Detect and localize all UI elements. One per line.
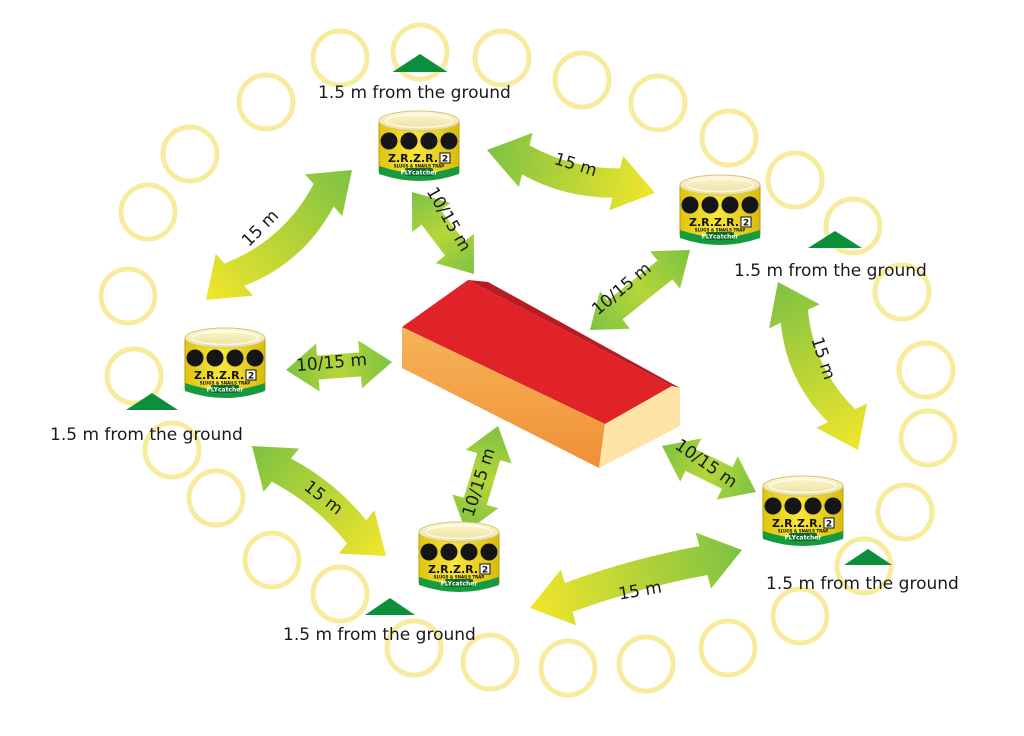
ring-circle	[698, 618, 758, 678]
barn	[402, 280, 680, 468]
ring-circle	[104, 346, 164, 406]
trap-brand: FLYcatcher	[441, 581, 478, 588]
barn-arrow-left	[286, 340, 392, 392]
marker-top	[392, 54, 448, 72]
trap-brand: FLYcatcher	[207, 387, 244, 394]
trap-subtitle: SLUGS & SNAILS TRAP	[778, 529, 829, 534]
trap-badge: 2	[442, 155, 448, 165]
distance-arrows	[206, 132, 867, 626]
ring-circle	[552, 50, 612, 110]
ring-circle	[616, 634, 676, 694]
height-markers	[126, 54, 892, 615]
ring-circle	[390, 22, 450, 82]
ring-circle	[384, 618, 444, 678]
ring-circle	[538, 638, 598, 698]
arrow-bottom-to-right	[529, 532, 742, 626]
trap-badge-box	[479, 563, 491, 575]
ring-circle	[699, 108, 759, 168]
trap-brand: FLYcatcher	[785, 535, 822, 542]
barn-arrow-top	[412, 192, 475, 275]
ring-circle	[770, 586, 830, 646]
trap-name: Z.R.Z.R.	[689, 216, 739, 229]
marker-right-lower	[844, 549, 892, 565]
ring-circle	[898, 408, 958, 468]
height-label-left: 1.5 m from the ground	[50, 425, 243, 445]
ring-circle	[460, 632, 520, 692]
ring-circle	[186, 468, 246, 528]
trap-subtitle: SLUGS & SNAILS TRAP	[394, 164, 445, 169]
decorative-ring	[98, 22, 958, 698]
trap-subtitle: SLUGS & SNAILS TRAP	[200, 381, 251, 386]
ring-circle	[118, 182, 178, 242]
height-label-right-lower: 1.5 m from the ground	[766, 574, 959, 594]
arrow-right-side	[769, 282, 867, 450]
marker-bottom	[365, 598, 415, 615]
ring-circle	[896, 340, 956, 400]
barn-wall-end	[599, 386, 680, 468]
barn-arrow-bottom	[452, 425, 512, 532]
trap-badge-box	[245, 369, 257, 381]
barn-roof-ridge	[468, 280, 680, 388]
trap-subtitle: SLUGS & SNAILS TRAP	[434, 575, 485, 580]
trap-name: Z.R.Z.R.	[194, 369, 244, 382]
arrow-left-to-bottom	[252, 446, 387, 557]
ring-circle	[242, 530, 302, 590]
height-label-right-upper: 1.5 m from the ground	[734, 261, 927, 281]
trap-badge: 2	[482, 566, 488, 576]
ring-circle	[875, 482, 935, 542]
barn-roof-front	[402, 280, 672, 424]
ring-circle	[310, 28, 370, 88]
ring-circle	[160, 124, 220, 184]
trap-name: Z.R.Z.R.	[428, 563, 478, 576]
trap-badge: 2	[826, 520, 832, 530]
trap-badge: 2	[248, 372, 254, 382]
arrow-top-to-left	[206, 170, 352, 300]
ring-circle	[628, 73, 688, 133]
ring-circle	[765, 150, 825, 210]
height-label-top: 1.5 m from the ground	[318, 83, 511, 103]
trap-badge-box	[823, 517, 835, 529]
ring-circle	[142, 420, 202, 480]
height-labels: 1.5 m from the ground 1.5 m from the gro…	[50, 83, 959, 645]
arrow-top-to-right	[487, 132, 656, 211]
ring-circle	[310, 564, 370, 624]
barn-arrow-right-lower	[662, 438, 757, 500]
marker-left	[126, 393, 178, 410]
trap-name: Z.R.Z.R.	[388, 152, 438, 165]
ring-circle	[472, 28, 532, 88]
barn-wall-front	[402, 327, 605, 468]
ring-circle	[98, 266, 158, 326]
trap-brand: FLYcatcher	[702, 234, 739, 241]
ring-circle	[872, 262, 932, 322]
height-label-bottom: 1.5 m from the ground	[283, 625, 476, 645]
trap-subtitle: SLUGS & SNAILS TRAP	[695, 228, 746, 233]
barn-arrow-right-upper	[590, 250, 690, 330]
ring-circle	[834, 536, 894, 596]
ring-circle	[823, 196, 883, 256]
trap-brand: FLYcatcher	[401, 170, 438, 177]
trap-name: Z.R.Z.R.	[772, 517, 822, 530]
ring-circle	[236, 72, 296, 132]
trap-badge: 2	[743, 219, 749, 229]
marker-right-upper	[808, 231, 862, 248]
trap-badge-box	[740, 216, 752, 228]
trap-badge-box	[439, 152, 451, 164]
